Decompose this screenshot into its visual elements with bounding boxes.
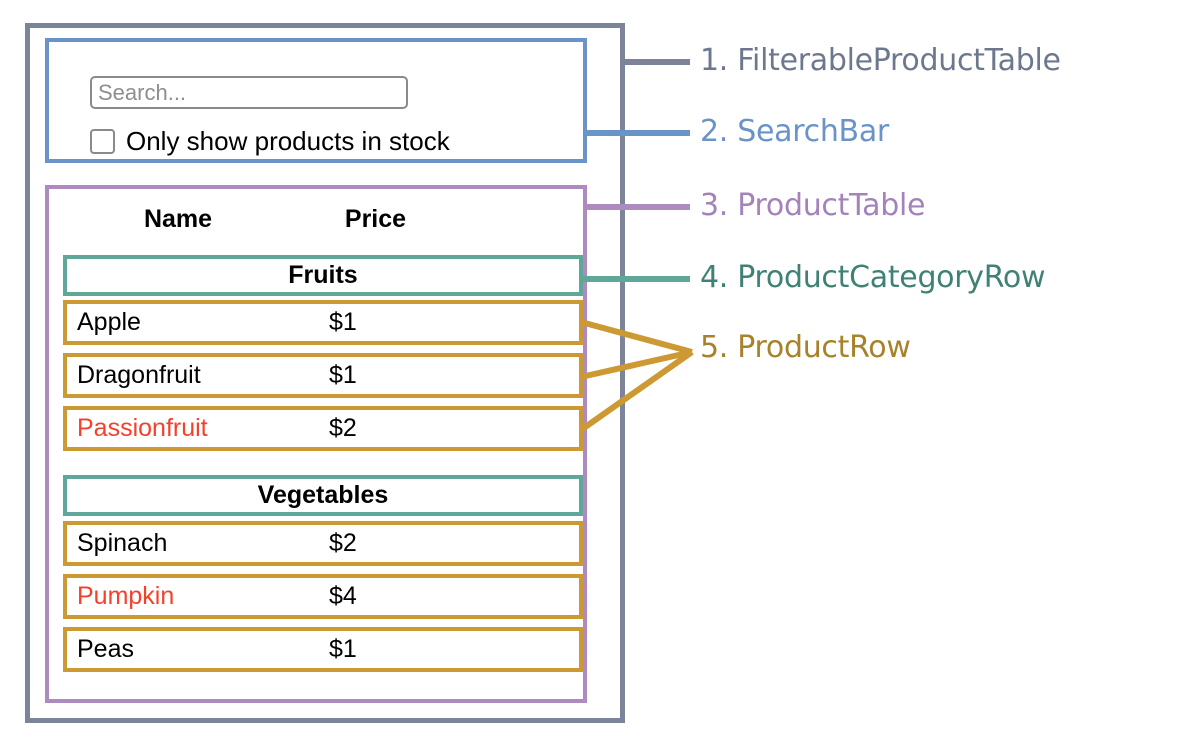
legend-number: 2. xyxy=(700,114,729,149)
column-header-price: Price xyxy=(344,204,407,233)
in-stock-checkbox-label: Only show products in stock xyxy=(126,126,450,156)
legend-label: ProductTable xyxy=(737,188,926,223)
search-input-placeholder: Search... xyxy=(98,79,187,105)
product-name-out-of-stock: Pumpkin xyxy=(77,582,175,610)
product-table-header: Name Price xyxy=(63,198,583,240)
legend-label: SearchBar xyxy=(737,114,889,149)
product-price: $1 xyxy=(329,361,357,389)
legend-label: ProductCategoryRow xyxy=(737,260,1046,295)
legend-item-product-category-row: 4. ProductCategoryRow xyxy=(700,260,1046,295)
product-price: $2 xyxy=(329,414,357,442)
in-stock-checkbox[interactable] xyxy=(90,128,115,154)
legend-label: FilterableProductTable xyxy=(737,43,1061,78)
product-category-row: Vegetables xyxy=(63,475,583,516)
in-stock-filter-row[interactable]: Only show products in stock xyxy=(90,128,450,154)
legend-number: 3. xyxy=(700,188,729,223)
product-name: Dragonfruit xyxy=(77,361,201,389)
product-name: Apple xyxy=(77,308,141,336)
product-name: Peas xyxy=(77,635,134,663)
product-row: Dragonfruit $1 xyxy=(63,353,583,398)
legend-number: 4. xyxy=(700,260,729,295)
legend-label: ProductRow xyxy=(737,330,911,365)
product-name: Spinach xyxy=(77,529,168,557)
product-row: Passionfruit $2 xyxy=(63,406,583,451)
column-header-name: Name xyxy=(143,204,213,233)
legend-item-search-bar: 2. SearchBar xyxy=(700,117,889,147)
legend-item-product-table: 3. ProductTable xyxy=(700,191,925,221)
product-category-row: Fruits xyxy=(63,255,583,296)
product-price: $4 xyxy=(329,582,357,610)
product-row: Pumpkin $4 xyxy=(63,574,583,619)
legend-item-product-row: 5. ProductRow xyxy=(700,333,911,363)
product-row: Peas $1 xyxy=(63,627,583,672)
product-price: $2 xyxy=(329,529,357,557)
legend-number: 1. xyxy=(700,43,729,78)
search-input[interactable]: Search... xyxy=(90,76,408,109)
product-name-out-of-stock: Passionfruit xyxy=(77,414,208,442)
product-row: Apple $1 xyxy=(63,300,583,345)
legend-item-filterable-product-table: 1. FilterableProductTable xyxy=(700,46,1061,76)
legend-number: 5. xyxy=(700,330,729,365)
product-row: Spinach $2 xyxy=(63,521,583,566)
category-label: Fruits xyxy=(288,261,358,289)
category-label: Vegetables xyxy=(257,481,389,509)
product-price: $1 xyxy=(329,635,357,663)
product-price: $1 xyxy=(329,308,357,336)
